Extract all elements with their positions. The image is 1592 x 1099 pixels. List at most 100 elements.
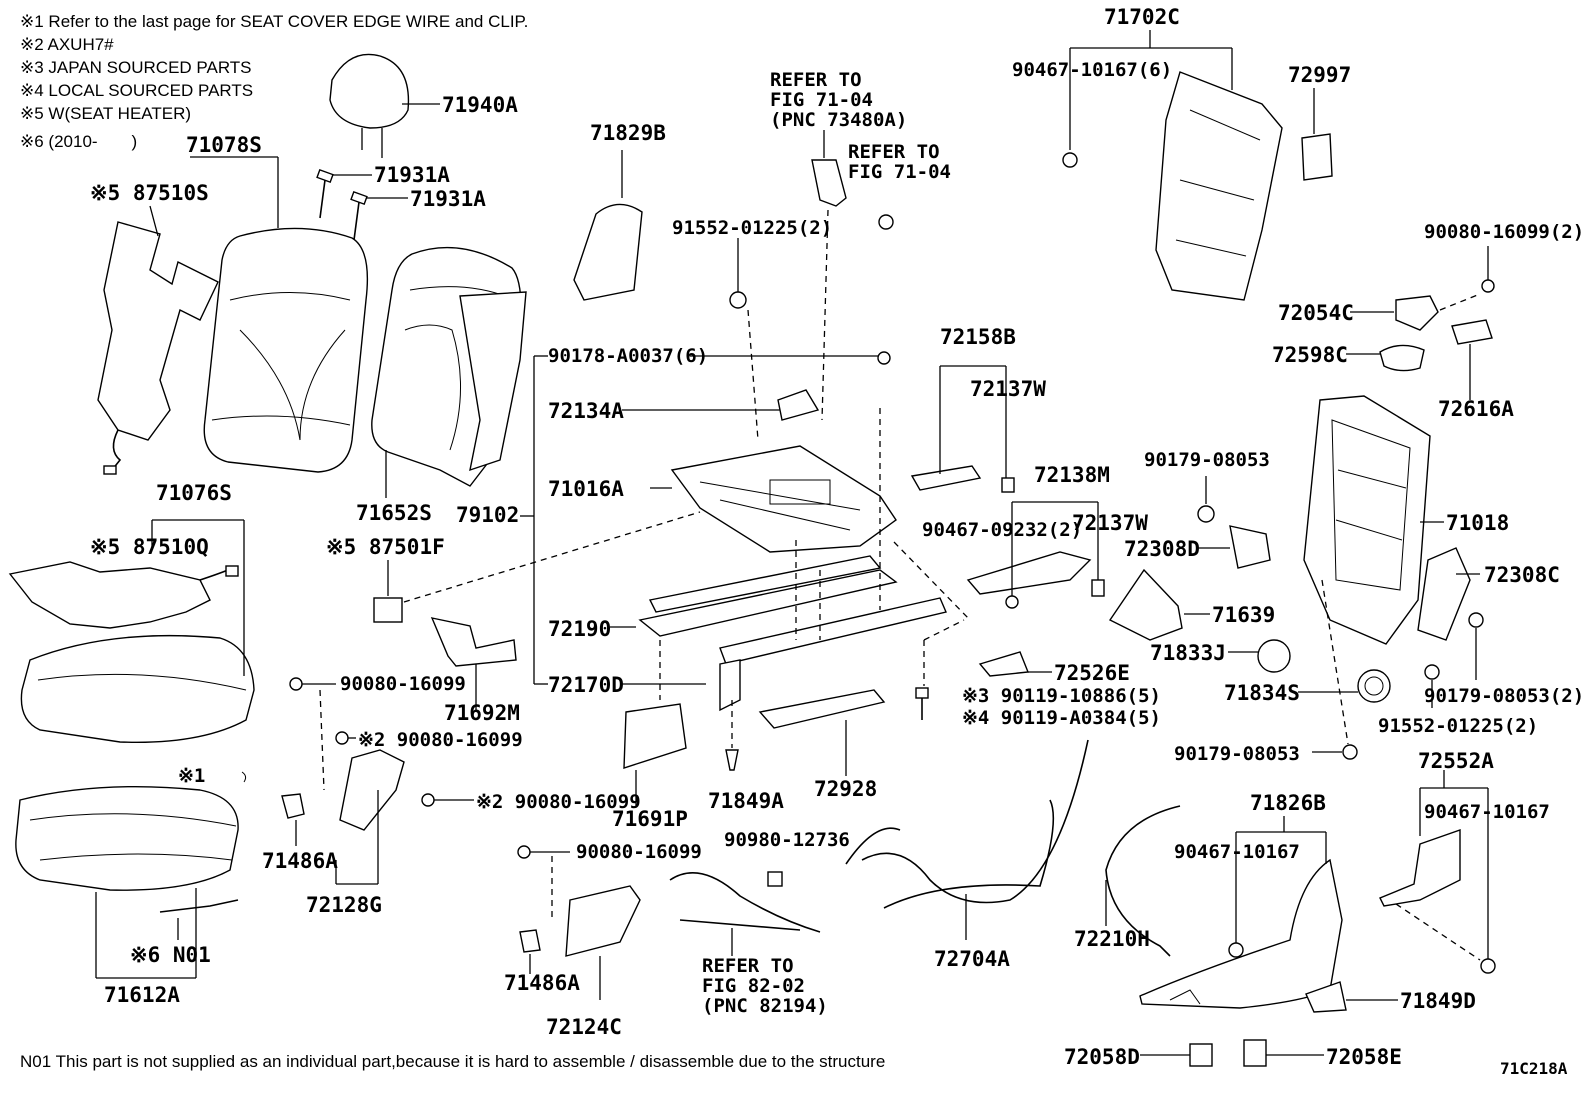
label-91552-01225-b: 91552-01225(2) <box>1378 715 1538 737</box>
bracket-72134a-drawing <box>777 389 820 421</box>
label-72526e: 72526E <box>1054 661 1130 685</box>
bracket-72308d-drawing <box>1196 525 1271 569</box>
back-board-71702c-drawing <box>1062 30 1283 301</box>
label-90080-16099-b: ※2 90080-16099 <box>358 729 523 751</box>
label-71849a: 71849A <box>708 789 784 813</box>
label-71849d: 71849D <box>1400 989 1476 1013</box>
bracket-72552a-drawing <box>1379 770 1496 974</box>
back-heater-drawing <box>97 205 219 475</box>
label-71016a: 71016A <box>548 477 624 501</box>
note-3: ※3 JAPAN SOURCED PARTS <box>20 58 252 77</box>
label-72308d: 72308D <box>1124 537 1200 561</box>
label-90179-08053-b: 90179-08053 <box>1174 743 1300 765</box>
cap-71486a-drawing <box>281 793 305 846</box>
label-90467-09232: 90467-09232(2) <box>922 519 1082 541</box>
label-72170d: 72170D <box>548 673 624 697</box>
note-1: ※1 Refer to the last page for SEAT COVER… <box>20 12 529 31</box>
label-87501f: ※5 87501F <box>326 535 445 559</box>
cover-72124c-drawing <box>517 845 641 1000</box>
label-71931a-1: 71931A <box>374 163 450 187</box>
seatback-frame-71018-drawing <box>1303 395 1444 645</box>
label-refer-8202: REFER TO <box>702 955 794 977</box>
label-72598c: 72598C <box>1272 343 1348 367</box>
label-71078s: 71078S <box>186 133 262 157</box>
label-72704a: 72704A <box>934 947 1010 971</box>
label-71834s: 71834S <box>1224 681 1300 705</box>
label-refer-7104a: REFER TO <box>770 69 862 91</box>
label-71639: 71639 <box>1212 603 1275 627</box>
label-71829b: 71829B <box>590 121 666 145</box>
cover-72138m-drawing <box>966 501 1105 609</box>
label-72158b: 72158B <box>940 325 1016 349</box>
clip-71849a-drawing <box>725 700 739 771</box>
label-90179-08053-a: 90179-08053 <box>1144 449 1270 471</box>
label-79102: 79102 <box>456 503 519 527</box>
label-90980-12736: 90980-12736 <box>724 829 850 851</box>
cover-71639-drawing <box>1108 568 1210 641</box>
label-72210h: 72210H <box>1074 927 1150 951</box>
label-72054c: 72054C <box>1278 301 1354 325</box>
seatback-pad-drawing <box>371 246 527 498</box>
label-90467-10167-6: 90467-10167(6) <box>1012 59 1172 81</box>
label-refer-7104b-2: FIG 71-04 <box>848 161 951 183</box>
label-90467-10167-a: 90467-10167 <box>1424 801 1550 823</box>
label-clip: ※1 <box>178 765 205 787</box>
cushion-pad-drawing <box>15 785 239 979</box>
screw-drawings-left <box>241 677 474 807</box>
label-refer-8202-3: (PNC 82194) <box>702 995 828 1017</box>
label-71691p: 71691P <box>612 807 688 831</box>
connector-87501f-drawing <box>373 511 701 623</box>
label-90119-a0384: ※4 90119-A0384(5) <box>962 707 1161 729</box>
label-90178-a0037: 90178-A0037(6) <box>548 345 708 367</box>
label-91552-01225-a: 91552-01225(2) <box>672 217 832 239</box>
label-72137w-2: 72137W <box>1072 511 1148 535</box>
label-87510s: ※5 87510S <box>90 181 209 205</box>
recliner-72308c-drawing <box>1417 547 1480 641</box>
footer-note: N01 This part is not supplied as an indi… <box>20 1052 886 1071</box>
knob-72058-drawing <box>1140 1039 1324 1067</box>
note-4: ※4 LOCAL SOURCED PARTS <box>20 81 254 100</box>
label-90080-16099-d: 90080-16099 <box>576 841 702 863</box>
label-90467-10167-b: 90467-10167 <box>1174 841 1300 863</box>
headrest-drawing <box>329 53 440 158</box>
n01-wire-drawing <box>159 899 239 940</box>
cover-72128g-drawing <box>319 689 405 885</box>
part-72526e-drawing <box>978 651 1052 677</box>
label-72058e: 72058E <box>1326 1045 1402 1069</box>
label-72552a: 72552A <box>1418 749 1494 773</box>
headrest-guide-drawing <box>316 168 408 241</box>
right-fasteners-drawing <box>1312 579 1484 760</box>
bolt-90119-drawing <box>915 619 965 720</box>
label-90080-16099-a: 90080-16099 <box>340 673 466 695</box>
note-2: ※2 AXUH7# <box>20 35 114 54</box>
note-5: ※5 W(SEAT HEATER) <box>20 104 192 123</box>
label-72124c: 72124C <box>546 1015 622 1039</box>
frame-bracket <box>520 351 891 685</box>
label-refer-7104a-2: FIG 71-04 <box>770 89 873 111</box>
label-refer-7104a-3: (PNC 73480A) <box>770 109 907 131</box>
label-72138m: 72138M <box>1034 463 1110 487</box>
label-n01: ※6 N01 <box>130 943 211 967</box>
cover-72158b-drawing <box>910 365 1015 493</box>
motor-71833j-drawing <box>1228 639 1291 673</box>
knee-cover-71829b-drawing <box>573 150 643 301</box>
label-71833j: 71833J <box>1150 641 1226 665</box>
step-72928-drawing <box>758 689 886 776</box>
nut-90179-drawing <box>1197 476 1215 523</box>
label-71826b: 71826B <box>1250 791 1326 815</box>
label-72616a: 72616A <box>1438 397 1514 421</box>
part-72616a-drawing <box>1451 319 1493 400</box>
label-87510q: ※5 87510Q <box>90 535 209 559</box>
cushion-cover-drawing <box>20 519 255 744</box>
note-6: ※6 (2010- ) <box>20 132 138 151</box>
part-72598c-drawing <box>1346 344 1425 372</box>
buckle-drawing <box>811 130 894 421</box>
label-71692m: 71692M <box>444 701 520 725</box>
label-90119-10886: ※3 90119-10886(5) <box>962 685 1161 707</box>
label-72928: 72928 <box>814 777 877 801</box>
label-71940a: 71940A <box>442 93 518 117</box>
cover-71692m-drawing <box>430 617 517 712</box>
label-72137w-1: 72137W <box>970 377 1046 401</box>
label-71018: 71018 <box>1446 511 1509 535</box>
